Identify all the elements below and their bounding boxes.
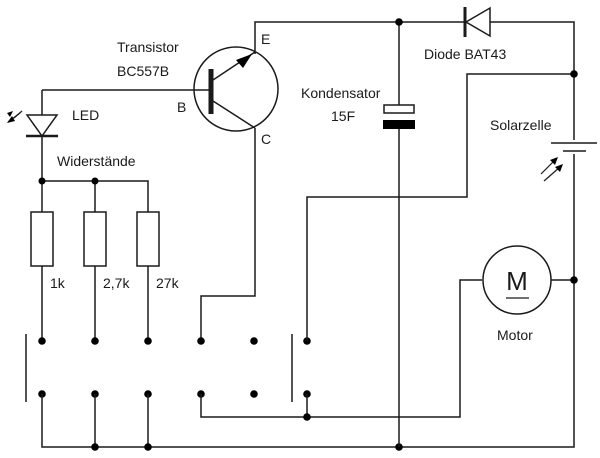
ground-bus [41, 74, 575, 451]
led-symbol [25, 90, 59, 181]
transistor-pin-e: E [261, 31, 270, 47]
switch-contact [91, 337, 99, 345]
capacitor-value: 15F [331, 108, 355, 124]
switch-left-bar [25, 334, 293, 402]
solar-feed-wire [306, 73, 574, 341]
capacitor-symbol [383, 18, 415, 447]
resistor-value-3: 27k [156, 275, 180, 291]
resistors-label: Widerstände [57, 153, 136, 169]
resistor-value-2: 2,7k [103, 275, 130, 291]
solar-light-arrows-icon [540, 157, 563, 182]
resistor-1k [30, 211, 54, 341]
switch-row-bottom [38, 390, 311, 398]
switch-contact [144, 337, 152, 345]
motor-symbol [482, 245, 578, 315]
resistor-2-7k [83, 211, 107, 341]
transistor-pin-c: C [261, 131, 271, 147]
collector-wire [200, 128, 256, 341]
transistor-part: BC557B [117, 63, 169, 79]
switch-row-top [38, 337, 311, 345]
solar-cell-label: Solarzelle [490, 117, 552, 133]
junction [570, 70, 578, 78]
resistor-value-1: 1k [50, 275, 66, 291]
resistor-27k [136, 211, 160, 341]
motor-symbol-letter: M [506, 266, 528, 296]
motor-feed-wire [200, 279, 482, 421]
led-label: LED [72, 107, 99, 123]
switch-contact [250, 390, 258, 398]
solar-cell-symbol [551, 140, 597, 154]
switch-contact [197, 337, 205, 345]
diode-symbol [463, 6, 492, 38]
motor-label: Motor [497, 327, 533, 343]
switch-contact [250, 337, 258, 345]
capacitor-label: Kondensator [301, 85, 381, 101]
diode-label: Diode BAT43 [424, 46, 506, 62]
switch-contact [38, 337, 46, 345]
transistor-symbol [42, 46, 279, 132]
top-wire [254, 21, 575, 74]
resistor-bus [38, 177, 149, 212]
transistor-pin-b: B [177, 99, 186, 115]
transistor-label: Transistor [117, 39, 179, 55]
led-light-arrows-icon [7, 110, 23, 123]
